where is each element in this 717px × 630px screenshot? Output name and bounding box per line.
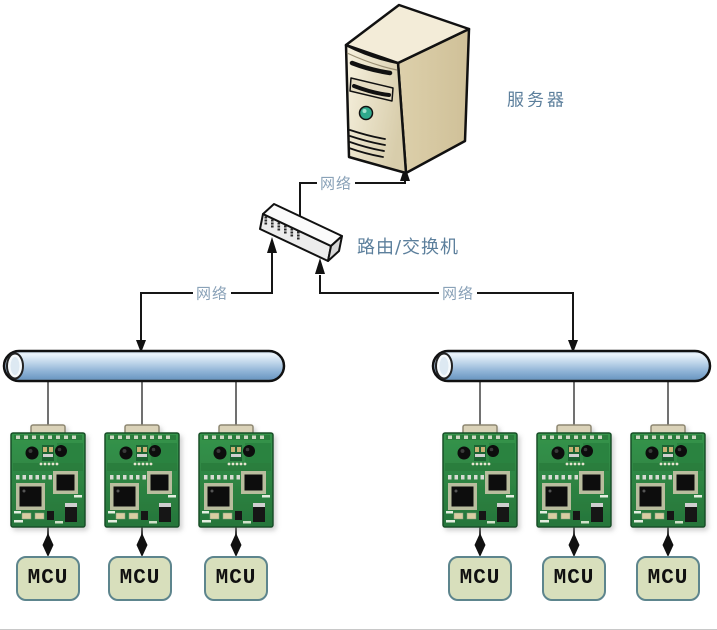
network-link-label: 网络 xyxy=(438,282,478,304)
network-link-label: 网络 xyxy=(192,282,232,304)
circuit-board-icon xyxy=(198,424,274,528)
circuit-board-icon xyxy=(104,424,180,528)
circuit-board-icon xyxy=(536,424,612,528)
circuit-board-icon xyxy=(10,424,86,528)
mcu-node: MCU xyxy=(636,556,700,601)
circuit-board-icon xyxy=(630,424,706,528)
board-mcu-links xyxy=(42,527,674,557)
router-label: 路由/交换机 xyxy=(356,237,460,258)
server-label: 服务器 xyxy=(507,90,567,111)
network-bus-left-icon xyxy=(2,349,286,383)
router-switch-icon xyxy=(259,203,343,262)
circuit-board-icon xyxy=(442,424,518,528)
network-link-label: 网络 xyxy=(316,172,356,194)
connection-arrowheads xyxy=(136,166,578,353)
mcu-node: MCU xyxy=(16,556,80,601)
bus-drop-lines xyxy=(47,381,669,426)
mcu-node: MCU xyxy=(204,556,268,601)
mcu-node: MCU xyxy=(108,556,172,601)
network-bus-right-icon xyxy=(431,349,712,383)
server-icon xyxy=(344,3,471,175)
mcu-node: MCU xyxy=(448,556,512,601)
mcu-node: MCU xyxy=(542,556,606,601)
connection-lines xyxy=(140,181,574,342)
